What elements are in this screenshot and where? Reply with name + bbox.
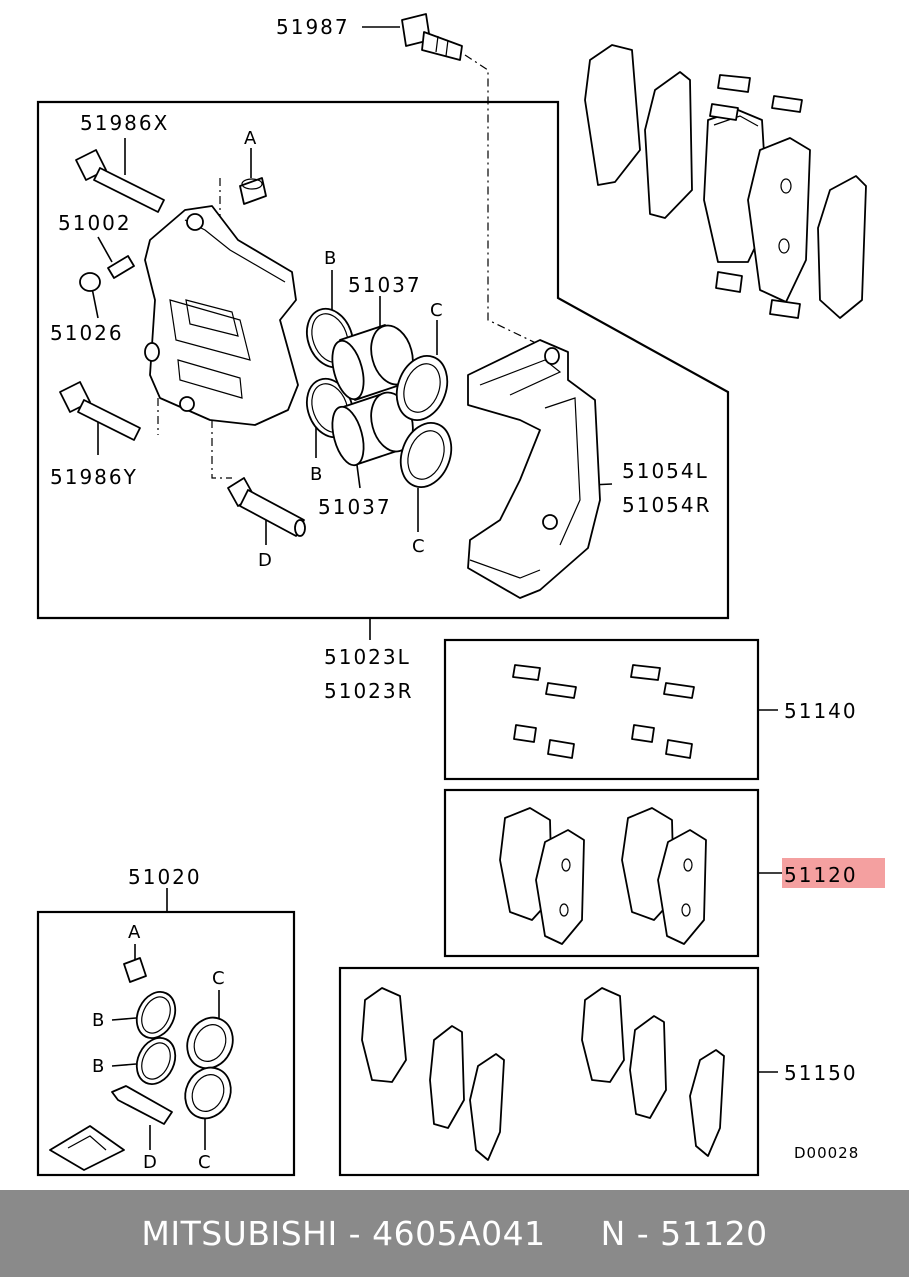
seal-kit-51020-parts [49,957,234,1171]
label-51023r: 51023R [324,679,414,703]
clip-kit-frame [443,638,760,781]
caliper-body [144,205,299,426]
dust-cap-a [239,177,267,205]
footer-bar: MITSUBISHI - 4605A041 N - 51120 [0,1190,909,1277]
shim-inner-top [817,175,867,319]
letter-b-top: B [324,248,336,269]
label-51986y: 51986Y [50,465,138,489]
letter-c-top: C [430,300,443,321]
footer-part-info: MITSUBISHI - 4605A041 N - 51120 [141,1214,768,1253]
label-51986x: 51986X [80,111,169,135]
clips-top [709,74,803,319]
label-51150: 51150 [784,1061,858,1085]
shim-outer-top-1 [584,44,641,186]
cap-51026 [79,272,101,292]
letter-kit-c1: C [212,968,225,989]
highlight-51120 [782,858,885,888]
label-51002: 51002 [58,211,132,235]
label-51026: 51026 [50,321,124,345]
pad-set-51120-left [499,807,585,945]
letter-kit-d: D [143,1152,157,1173]
reference-code: D00028 [794,1144,859,1162]
guide-bolt-51986x [75,149,165,213]
pad-set-51120-right [621,807,707,945]
seal-kit-frame [36,910,296,1177]
caliper-bracket-51054 [467,339,601,599]
letter-d-top: D [258,550,272,571]
dust-boot-c-top [395,355,449,421]
label-51054r: 51054R [622,493,712,517]
shim-kit-51150-parts [361,987,725,1161]
dust-boot-c-bottom [399,422,453,488]
bleeder-51002 [107,255,135,279]
letter-kit-b2: B [92,1056,104,1077]
letter-a-top: A [244,128,257,149]
slide-pin-d [227,477,306,537]
shim-outer-top-2 [644,71,693,219]
clip-kit-51140-parts [512,664,695,759]
letter-b-bottom: B [310,464,322,485]
label-51037-bottom: 51037 [318,495,392,519]
caliper-assembly-frame [36,100,730,620]
pad-inner-top [747,137,811,303]
letter-kit-c2: C [198,1152,211,1173]
label-51037-top: 51037 [348,273,422,297]
label-51023l: 51023L [324,645,411,669]
guide-lines [157,54,541,479]
label-51120: 51120 [784,863,858,887]
pad-set-frame [443,788,760,958]
letter-c-bottom: C [412,536,425,557]
guide-bolt-51986y [59,381,141,441]
bleeder-screw-51987 [401,13,463,61]
label-51054l: 51054L [622,459,709,483]
letter-kit-a: A [128,922,141,943]
label-51020: 51020 [128,865,202,889]
letter-kit-b1: B [92,1010,104,1031]
parts-diagram: 51987 51986X 51002 51026 51986Y 51037 51… [36,13,885,1177]
label-51987: 51987 [276,15,350,39]
label-51140: 51140 [784,699,858,723]
piston-51037-top [331,324,414,401]
